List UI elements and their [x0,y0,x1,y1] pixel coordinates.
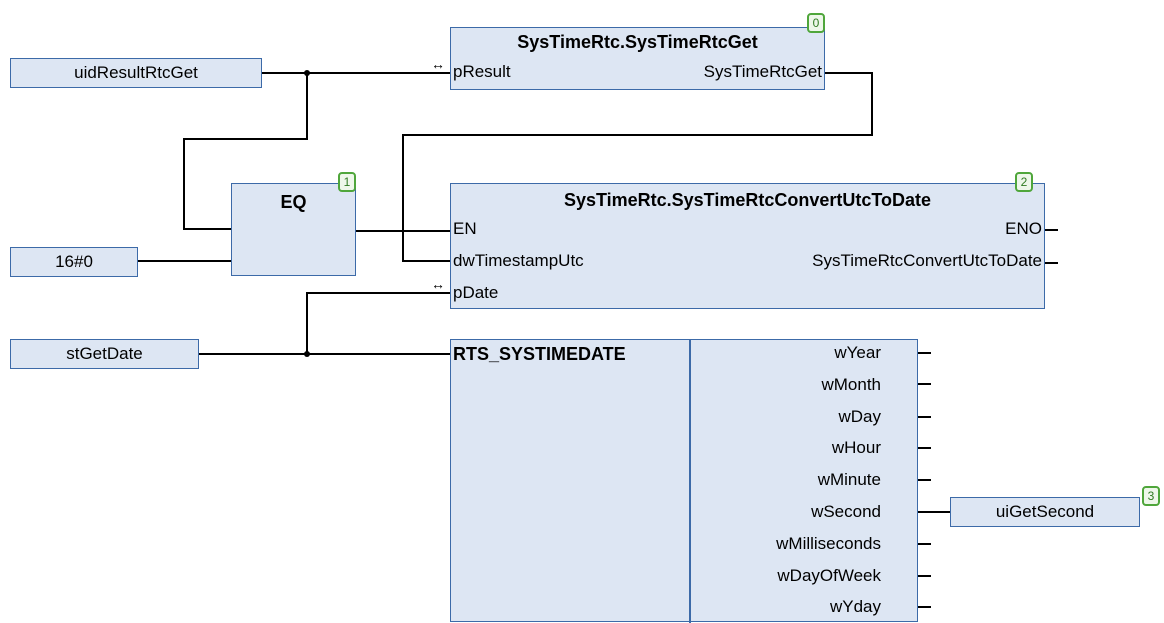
struct-field-wday: wDay [838,407,881,426]
wire-result-stub [1045,262,1058,264]
wire-uid-branch-down [183,138,185,230]
wire-to-timestamp [402,260,450,262]
wire-uid-branch-vertical [306,72,308,140]
wire-field-stub-wminute [918,479,931,481]
wire-stgetdate-out [199,353,450,355]
struct-field-wyear: wYear [834,343,881,362]
wire-field-stub-wdayofweek [918,575,931,577]
block-title: SysTimeRtc.SysTimeRtcConvertUtcToDate [563,190,932,210]
execution-order-badge-1: 1 [338,172,356,192]
output-pin-eno: ENO [1005,219,1042,238]
wire-rtcget-down2 [402,134,404,262]
block-title: EQ [280,192,307,212]
struct-field-wmilliseconds: wMilliseconds [776,534,881,553]
wire-second-to-uigetsecond [918,511,950,513]
input-pin-presult: pResult [453,62,511,81]
execution-order-badge-3: 3 [1142,486,1160,506]
variable-hex-zero[interactable]: 16#0 [10,247,138,277]
output-pin-systimertcget: SysTimeRtcGet [703,62,822,81]
execution-order-badge-2: 2 [1015,172,1033,192]
wire-field-stub-wmonth [918,383,931,385]
wire-eno-stub [1045,229,1058,231]
output-pin-systimertcconvertutctodate: SysTimeRtcConvertUtcToDate [812,251,1042,270]
struct-field-wsecond: wSecond [811,502,881,521]
struct-field-wyday: wYday [829,597,881,616]
wire-field-stub-wyear [918,352,931,354]
variable-st-get-date[interactable]: stGetDate [10,339,199,369]
wire-to-pdate [306,292,450,294]
struct-field-whour: wHour [831,438,881,457]
wire-field-stub-wday [918,416,931,418]
wire-rtcget-out [825,72,873,74]
wire-field-stub-wmilliseconds [918,543,931,545]
wire-uid-to-eq [183,228,231,230]
block-title: SysTimeRtc.SysTimeRtcGet [517,32,758,52]
variable-ui-get-second[interactable]: uiGetSecond [950,497,1140,527]
struct-block-rts-systimedate[interactable]: RTS_SYSTIMEDATE wYear wMonth wDay wHour … [450,339,918,623]
wire-hex-to-eq [138,260,231,262]
struct-field-wdayofweek: wDayOfWeek [777,566,881,585]
execution-order-badge-0: 0 [807,13,825,33]
struct-column-divider [689,340,691,623]
wire-field-stub-wyday [918,606,931,608]
reference-arrow-icon: ↔ [431,56,445,72]
input-pin-pdate: pDate [453,283,499,302]
function-block-convert-utc-to-date[interactable]: SysTimeRtc.SysTimeRtcConvertUtcToDate EN… [450,183,1045,309]
function-block-eq[interactable]: EQ [231,183,356,276]
wire-field-stub-whour [918,447,931,449]
wire-rtcget-down [871,72,873,136]
reference-arrow-icon: ↔ [431,276,445,292]
input-pin-en: EN [453,219,477,238]
wire-stgetdate-up [306,292,308,355]
function-block-systimertcget[interactable]: SysTimeRtc.SysTimeRtcGet pResult SysTime… [450,27,825,90]
wire-uid-to-presult [262,72,450,74]
struct-field-wminute: wMinute [817,470,881,489]
wire-uid-branch-horizontal [183,138,308,140]
wire-rtcget-back [402,134,873,136]
struct-type-title: RTS_SYSTIMEDATE [453,344,626,364]
input-pin-dwtimestamputc: dwTimestampUtc [453,251,584,270]
variable-uid-result-rtc-get[interactable]: uidResultRtcGet [10,58,262,88]
struct-field-wmonth: wMonth [821,375,881,394]
